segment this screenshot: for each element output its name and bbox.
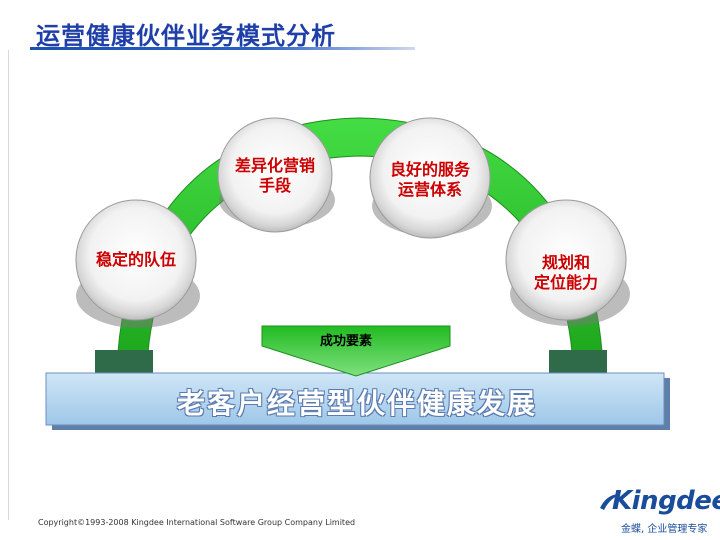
node-service-system: 良好的服务 运营体系: [370, 160, 490, 200]
brand-logo-text: Kingdee: [612, 486, 720, 516]
node-stable-team: 稳定的队伍: [76, 250, 196, 270]
copyright-text: Copyright©1993-2008 Kingdee Internationa…: [38, 518, 355, 527]
base-label: 老客户经营型伙伴健康发展: [48, 382, 666, 422]
arrow-label: 成功要素: [320, 330, 372, 349]
node-planning: 规划和 定位能力: [506, 253, 626, 293]
node-diff-marketing: 差异化营销 手段: [215, 156, 335, 196]
brand-slogan: 金蝶, 企业管理专家: [621, 520, 707, 535]
